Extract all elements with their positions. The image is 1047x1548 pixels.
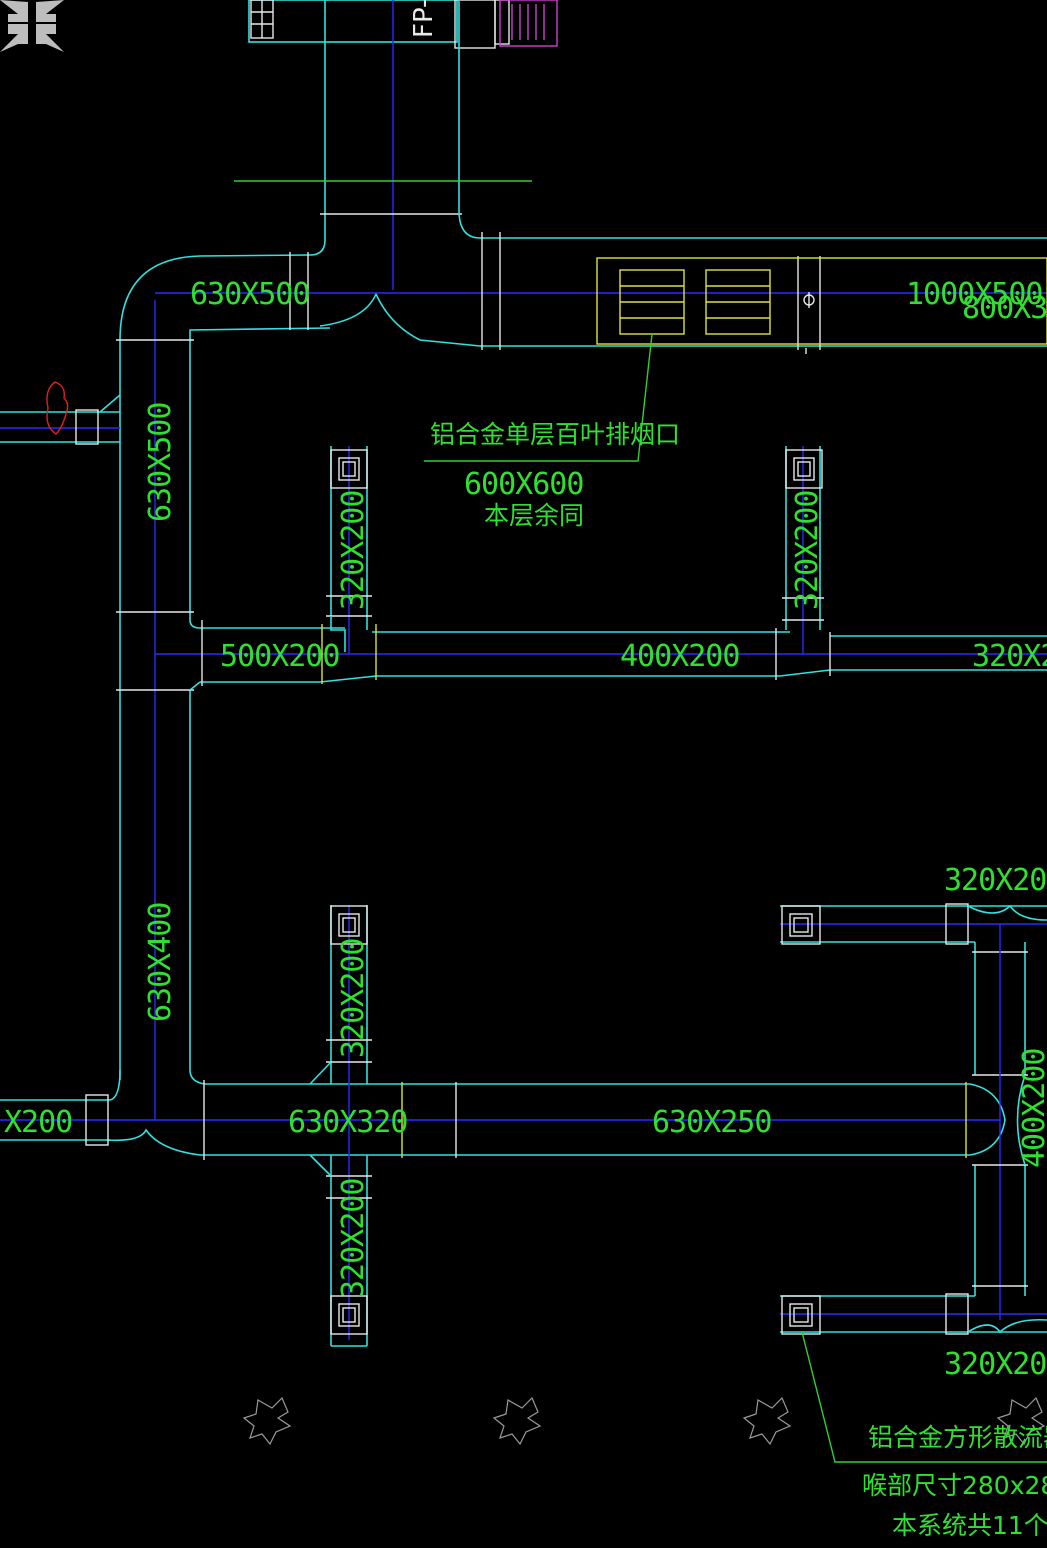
resize-arrows-icon[interactable] <box>0 0 64 52</box>
label-top-right-overlap: 800X320 <box>962 291 1047 326</box>
note-exhaust-same: 本层余同 <box>484 501 584 530</box>
plant-symbol-icon <box>242 1396 1046 1446</box>
left-inlet-duct <box>0 381 121 445</box>
top-main-duct <box>119 232 1047 354</box>
fan-unit: FP- <box>248 0 558 49</box>
lower-main-duct <box>0 1069 1006 1160</box>
note-diffuser-count: 本系统共11个 <box>892 1511 1047 1540</box>
label-drop-upper-right: 320X200 <box>790 491 825 610</box>
label-right-lower: 320X200 <box>944 1347 1047 1382</box>
label-branch-right: 320X2 <box>972 639 1047 674</box>
label-top-right: 1000X500 <box>906 277 1043 312</box>
diffuser-icon[interactable] <box>330 1295 368 1335</box>
diffuser-icon[interactable] <box>785 449 823 489</box>
label-branch-left: 500X200 <box>220 639 339 674</box>
label-riser-upper: 630X500 <box>143 403 178 522</box>
diffuser-icon[interactable] <box>330 449 368 489</box>
label-main-lower-left: 630X320 <box>288 1105 407 1140</box>
label-drop-lower-bottom: 320X200 <box>336 1179 371 1298</box>
label-inlet-left: X200 <box>4 1105 72 1140</box>
diffuser-icon[interactable] <box>330 905 368 945</box>
note-diffuser-title: 铝合金方形散流器送风 <box>868 1423 1047 1452</box>
left-riser-duct <box>116 300 201 1120</box>
leader-lines <box>424 333 1047 1463</box>
label-riser-lower: 630X400 <box>143 903 178 1022</box>
middle-branch-duct <box>155 620 1047 686</box>
unit-riser-duct <box>234 0 532 290</box>
label-drop-upper-left: 320X200 <box>336 491 371 610</box>
lower-left-drop-top <box>309 905 372 1120</box>
label-right-upper: 320X200 <box>944 863 1047 898</box>
diffuser-icon[interactable] <box>781 905 821 945</box>
fp-label: FP- <box>409 0 439 38</box>
note-diffuser-throat: 喉部尺寸280x280 <box>862 1471 1047 1500</box>
note-exhaust-title: 铝合金单层百叶排烟口 <box>430 420 680 449</box>
diffuser-icon[interactable] <box>781 1295 821 1335</box>
label-main-lower-center: 630X250 <box>652 1105 771 1140</box>
note-exhaust-size: 600X600 <box>464 467 583 502</box>
label-branch-center: 400X200 <box>620 639 739 674</box>
right-branch-duct <box>780 903 1047 1335</box>
label-right-vertical: 400X200 <box>1017 1049 1047 1168</box>
label-drop-lower-top: 320X200 <box>336 939 371 1058</box>
fire-damper-icon <box>46 381 69 435</box>
label-top-left: 630X500 <box>190 277 309 312</box>
